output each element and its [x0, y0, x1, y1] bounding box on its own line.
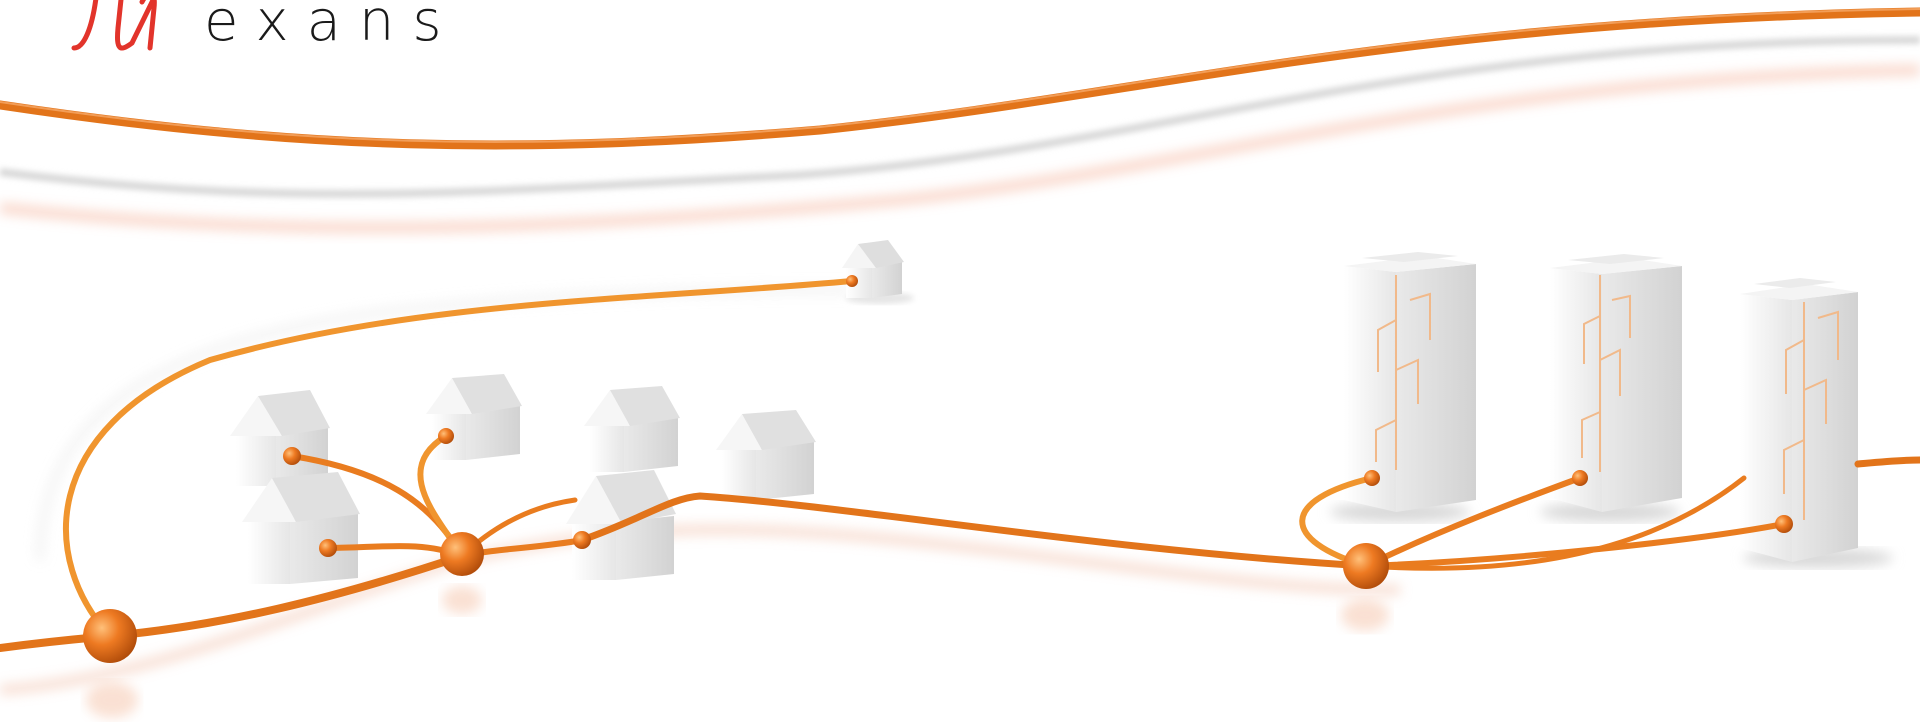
house-3: [426, 374, 522, 460]
house-5: [716, 410, 816, 500]
house-1: [230, 390, 330, 486]
tower-3: [1740, 278, 1893, 568]
house-4: [584, 386, 680, 472]
floor-reflections: [0, 290, 1400, 718]
top-cable: [0, 9, 1920, 228]
house-far: [842, 240, 914, 304]
house-2: [242, 472, 360, 584]
